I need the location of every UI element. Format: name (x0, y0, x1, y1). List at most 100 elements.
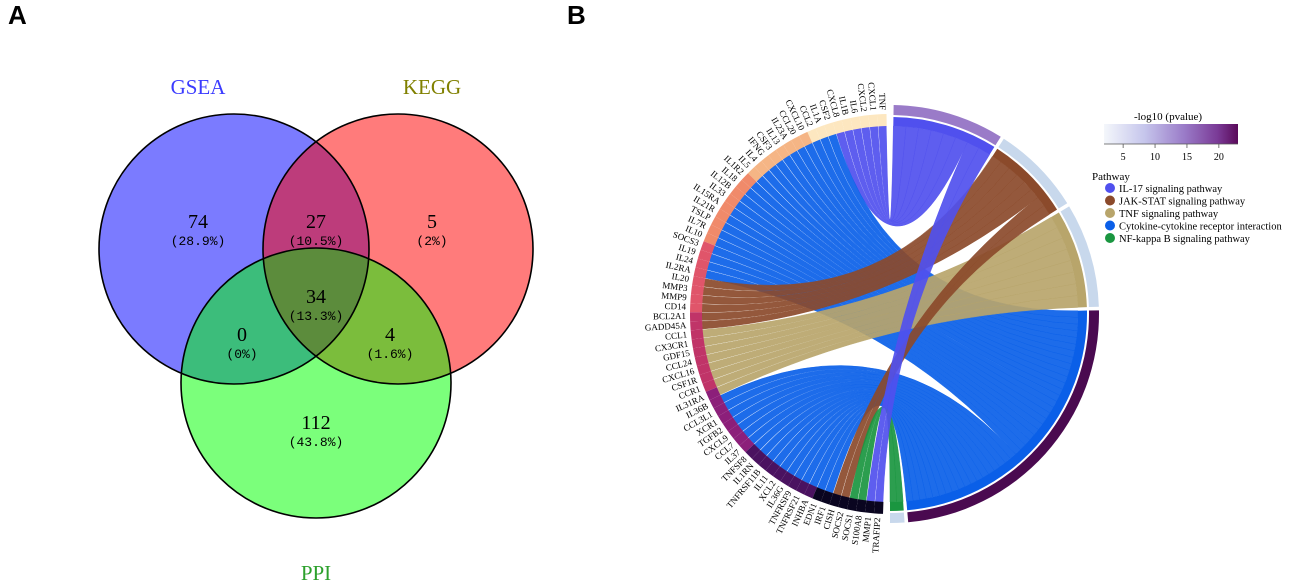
venn-percent-gsea: (28.9%) (171, 234, 226, 249)
gene-labels: TNFCXCL1CXCL2IL6IL1BCXCL8CSF2IL1ACCL2CXC… (645, 82, 888, 554)
venn-percent-kegg: (2%) (416, 234, 447, 249)
gene-label-tnf: TNF (877, 93, 888, 110)
pathway-sector-1 (992, 148, 1058, 215)
gene-sector-tslp (711, 216, 726, 231)
gene-sector-il18 (735, 179, 751, 195)
chord-ribbon-csf1r (710, 271, 1076, 380)
venn-count-kegg-ppi: 4 (385, 324, 395, 346)
gene-sector-xcr1 (718, 410, 733, 424)
gene-sector-il11 (765, 461, 780, 477)
pathway-pvalue-band-0 (893, 105, 1001, 146)
venn-count-gsea: 74 (188, 211, 208, 233)
venn-diagram: GSEA KEGG PPI 74 (28.9%) 5 (2%) 112 (43.… (98, 75, 534, 585)
gene-sector-il37 (739, 437, 755, 453)
venn-outline-ppi (180, 247, 452, 519)
gene-sector-socs2 (838, 495, 850, 510)
panel-letter-a: A (8, 0, 27, 30)
gene-sector-il15ra (719, 201, 735, 216)
gene-sector-csf3 (768, 149, 783, 165)
panel-letter-b: B (567, 0, 586, 30)
legend-swatch-1 (1105, 195, 1115, 206)
gene-label-cxcl1: CXCL1 (866, 82, 878, 111)
gene-sector-il10 (703, 232, 719, 246)
venn-title-ppi: PPI (301, 561, 331, 585)
gene-sector-il1b (841, 117, 853, 132)
gene-label-bcl2a1: BCL2A1 (653, 311, 686, 321)
pathway-sector-3 (906, 310, 1087, 511)
gene-sector-tgfb2 (722, 417, 738, 432)
venn-title-kegg: KEGG (403, 75, 461, 99)
gene-sector-il1rn (751, 450, 767, 465)
chord-ribbons (701, 125, 1079, 503)
gene-sector-socs3 (700, 241, 715, 254)
gene-label-il1b: IL1B (837, 95, 851, 116)
legend-swatch-4 (1105, 233, 1115, 243)
venn-count-ppi: 112 (301, 412, 330, 434)
gene-label-il20: IL20 (671, 271, 690, 284)
gene-sector-tnfrsf11b (758, 455, 774, 471)
legend-label-0: IL-17 signaling pathway (1119, 184, 1223, 195)
gene-sector-gadd45a (690, 320, 703, 331)
chord-arcs (690, 105, 1099, 523)
gene-sector-il19 (697, 249, 712, 262)
gene-sector-il20 (692, 276, 706, 287)
legend-swatch-0 (1105, 183, 1115, 193)
gene-label-il6: IL6 (848, 99, 860, 114)
venn-percent-kegg-ppi: (1.6%) (367, 347, 414, 362)
chord-diagram: TNFCXCL1CXCL2IL6IL1BCXCL8CSF2IL1ACCL2CXC… (645, 82, 1099, 554)
gene-sector-s100a8 (855, 499, 867, 513)
gene-sector-trafip2 (873, 501, 884, 514)
gene-sector-inhba (804, 483, 818, 499)
legend-label-4: NF-kappa B signaling pathway (1119, 234, 1251, 245)
pathway-pvalue-band-4 (890, 512, 905, 523)
chord-ribbon-il6 (852, 128, 944, 223)
gene-sector-irf1 (820, 490, 834, 505)
venn-percent-gsea-kegg: (10.5%) (289, 234, 344, 249)
gene-sector-ccl3l1 (713, 402, 729, 417)
venn-percent-all: (13.3%) (289, 309, 344, 324)
gene-label-mmp1: MMP1 (860, 516, 873, 542)
gene-label-gadd45a: GADD45A (645, 320, 688, 332)
gene-sector-bcl2a1 (690, 312, 703, 322)
venn-outline-gsea (98, 113, 370, 385)
pathway-pvalue-band-1 (998, 138, 1068, 209)
gene-sector-cxcl16 (696, 363, 711, 375)
gene-sector-socs1 (847, 497, 858, 512)
gene-sector-il5 (747, 166, 763, 182)
gene-sector-ccr1 (702, 379, 717, 392)
colorbar-tick-label: 5 (1121, 152, 1126, 163)
colorbar-tick-label: 15 (1182, 152, 1192, 163)
gene-sector-tnfrsf21 (796, 479, 810, 495)
gene-sector-gdf15 (692, 346, 707, 358)
gene-sector-cxcl2 (859, 115, 870, 129)
gene-label-cd14: CD14 (664, 301, 686, 312)
gene-sector-ccl20 (791, 135, 805, 151)
legend-title: Pathway (1092, 171, 1130, 183)
gene-sector-il21r (715, 208, 731, 223)
venn-title-gsea: GSEA (171, 75, 227, 99)
venn-count-gsea-kegg: 27 (306, 211, 326, 233)
pathway-legend: Pathway IL-17 signaling pathwayJAK-STAT … (1092, 171, 1282, 245)
venn-percent-gsea-ppi: (0%) (226, 347, 257, 362)
gene-sector-cish (829, 493, 842, 508)
gene-sector-il13 (775, 144, 790, 160)
gene-sector-il6 (850, 116, 862, 130)
gene-sector-il2ra (693, 267, 708, 279)
venn-count-gsea-ppi: 0 (237, 324, 247, 346)
venn-count-all: 34 (306, 286, 326, 308)
gene-sector-il1a (815, 125, 829, 140)
gene-label-ccl1: CCL1 (665, 329, 688, 341)
gene-sector-ccl7 (733, 431, 749, 446)
chord-ribbon-mmp1 (866, 142, 979, 502)
legend-swatch-2 (1105, 208, 1115, 218)
pathway-sector-4 (890, 501, 904, 511)
colorbar-title: -log10 (pvalue) (1134, 111, 1202, 123)
gene-sector-il24 (695, 258, 710, 271)
colorbar-gradient (1104, 124, 1238, 144)
gene-sector-cxcl8 (832, 119, 845, 134)
gene-sector-csf2 (824, 122, 837, 137)
gene-label-il24: IL24 (675, 252, 695, 266)
venn-percent-ppi: (43.8%) (289, 435, 344, 450)
colorbar-tick-label: 20 (1214, 152, 1224, 163)
